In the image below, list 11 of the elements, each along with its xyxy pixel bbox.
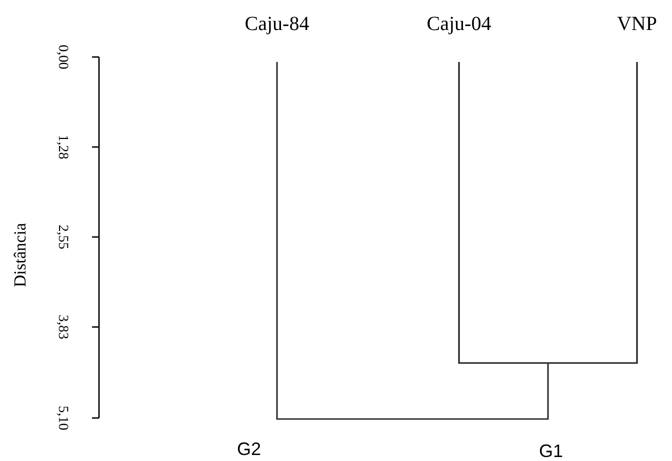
leaf-label: Caju-04 bbox=[426, 14, 492, 34]
group-label: G1 bbox=[539, 442, 564, 460]
tick-label: 1,28 bbox=[55, 134, 69, 160]
tick-label: 2,55 bbox=[55, 224, 69, 250]
group-label: G2 bbox=[237, 440, 262, 458]
axis-title: Distância bbox=[12, 222, 28, 288]
tick-label: 5,10 bbox=[55, 406, 69, 430]
leaf-label: Caju-84 bbox=[244, 14, 310, 34]
leaf-label: VNP bbox=[617, 14, 657, 34]
tick-label: 3,83 bbox=[55, 314, 69, 340]
tick-label: 0,00 bbox=[55, 44, 69, 70]
